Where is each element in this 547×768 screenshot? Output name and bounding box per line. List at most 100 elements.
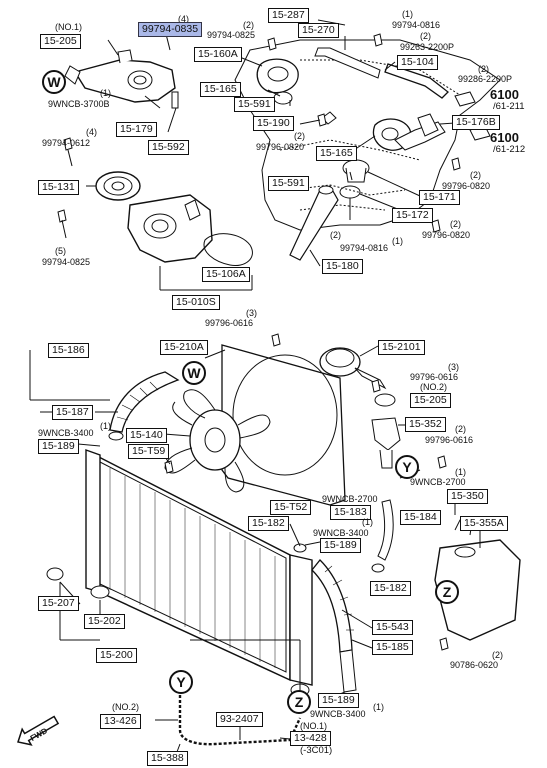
- part-15-2101[interactable]: 15-2101: [378, 340, 425, 355]
- part-15-104[interactable]: 15-104: [397, 55, 438, 70]
- callout-99794-0825-b: 99794-0825: [42, 257, 91, 267]
- circle-marker-z-tank: Z: [435, 580, 459, 604]
- circle-marker-y-bottom: Y: [169, 670, 193, 694]
- callout-99794-0612: 99794-0612: [42, 138, 91, 148]
- part-15-591-a[interactable]: 15-591: [234, 97, 275, 112]
- circle-marker-w-top: W: [42, 70, 66, 94]
- callout-99286-2200p: 99286-2200P: [458, 74, 513, 84]
- callout-99796-0616-c: 99796-0616: [425, 435, 474, 445]
- callout-qty-2-e: (2): [470, 170, 481, 180]
- callout-9wncb-3400-c: 9WNCB-3400: [310, 709, 366, 719]
- callout-qty-1-a: (1): [402, 9, 413, 19]
- callout-no1-bottom: (NO.1): [300, 721, 327, 731]
- callout-99796-0616-b: 99796-0616: [410, 372, 459, 382]
- circle-marker-w-mid: W: [182, 361, 206, 385]
- part-15-210a[interactable]: 15-210A: [160, 340, 208, 355]
- callout-9wncb-3700b: 9WNCB-3700B: [48, 99, 110, 109]
- callout-no1-top: (NO.1): [55, 22, 82, 32]
- callout-qty-2-c: (2): [478, 64, 489, 74]
- callout-qty-3-a: (3): [246, 308, 257, 318]
- callout-qty-2-h: (2): [455, 424, 466, 434]
- part-15-543[interactable]: 15-543: [372, 620, 413, 635]
- part-15-160a[interactable]: 15-160A: [194, 47, 242, 62]
- callout-9wncb-3400-a: 9WNCB-3400: [38, 428, 94, 438]
- ref-61-211: /61-211: [493, 101, 525, 112]
- callout-90786-0620: 90786-0620: [450, 660, 499, 670]
- part-15-202[interactable]: 15-202: [84, 614, 125, 629]
- ref-6100-a: 6100: [490, 87, 519, 102]
- callout-qty-4-b: (4): [86, 127, 97, 137]
- part-15-352[interactable]: 15-352: [405, 417, 446, 432]
- ref-6100-b: 6100: [490, 130, 519, 145]
- part-15-184[interactable]: 15-184: [400, 510, 441, 525]
- part-15-179[interactable]: 15-179: [116, 122, 157, 137]
- part-15-189-b[interactable]: 15-189: [320, 538, 361, 553]
- part-15-185[interactable]: 15-185: [372, 640, 413, 655]
- callout-9wncb-2700-a: 9WNCB-2700: [410, 477, 466, 487]
- part-15-287[interactable]: 15-287: [268, 8, 309, 23]
- part-15-131[interactable]: 15-131: [38, 180, 79, 195]
- part-15-165-a[interactable]: 15-165: [200, 82, 241, 97]
- part-15-207[interactable]: 15-207: [38, 596, 79, 611]
- callout-qty-2-i: (2): [492, 650, 503, 660]
- part-15-205-mid[interactable]: 15-205: [410, 393, 451, 408]
- part-15-189-a[interactable]: 15-189: [38, 439, 79, 454]
- callout-qty-2-g: (2): [330, 230, 341, 240]
- callout-99796-0616-a: 99796-0616: [205, 318, 254, 328]
- part-15-189-c[interactable]: 15-189: [318, 693, 359, 708]
- part-15-190[interactable]: 15-190: [253, 116, 294, 131]
- callout-qty-2-b: (2): [420, 31, 431, 41]
- callout-3c01: (-3C01): [300, 745, 333, 756]
- part-15-205-top[interactable]: 15-205: [40, 34, 81, 49]
- part-13-428[interactable]: 13-428: [290, 731, 331, 746]
- callout-qty-2-d: (2): [294, 131, 305, 141]
- part-15-172[interactable]: 15-172: [392, 208, 433, 223]
- part-15-010s[interactable]: 15-010S: [172, 295, 220, 310]
- circle-marker-z-bottom: Z: [287, 690, 311, 714]
- callout-no2-bottom: (NO.2): [112, 702, 139, 712]
- part-13-426[interactable]: 13-426: [100, 714, 141, 729]
- callout-qty-2-f: (2): [450, 219, 461, 229]
- part-15-140[interactable]: 15-140: [126, 428, 167, 443]
- part-15-106a[interactable]: 15-106A: [202, 267, 250, 282]
- callout-qty-1-c: (1): [392, 236, 403, 246]
- callout-99263-2200p: 99263-2200P: [400, 42, 455, 52]
- part-15-591-b[interactable]: 15-591: [268, 176, 309, 191]
- part-15-165-b[interactable]: 15-165: [316, 146, 357, 161]
- part-15-183[interactable]: 15-183: [330, 505, 371, 520]
- part-15-180[interactable]: 15-180: [322, 259, 363, 274]
- part-15-350[interactable]: 15-350: [447, 489, 488, 504]
- callout-99796-0820-c: 99796-0820: [422, 230, 471, 240]
- part-15-171[interactable]: 15-171: [419, 190, 460, 205]
- circle-marker-y-mid: Y: [395, 455, 419, 479]
- part-15-592[interactable]: 15-592: [148, 140, 189, 155]
- callout-qty-1-g: (1): [373, 702, 384, 712]
- part-99794-0835-selected[interactable]: 99794-0835: [138, 22, 203, 37]
- callout-qty-1-f: (1): [362, 517, 373, 527]
- callout-99794-0816-a: 99794-0816: [392, 20, 441, 30]
- part-15-186[interactable]: 15-186: [48, 343, 89, 358]
- part-15-388[interactable]: 15-388: [147, 751, 188, 766]
- callout-99794-0825-a: 99794-0825: [207, 30, 256, 40]
- part-15-187[interactable]: 15-187: [52, 405, 93, 420]
- part-15-182-b[interactable]: 15-182: [370, 581, 411, 596]
- part-15-355a[interactable]: 15-355A: [460, 516, 508, 531]
- callout-qty-1-d: (1): [100, 421, 111, 431]
- fwd-arrow: [17, 715, 60, 746]
- part-93-2407[interactable]: 93-2407: [216, 712, 263, 727]
- callout-9wncb-3400-b: 9WNCB-3400: [313, 528, 369, 538]
- callout-qty-3-b: (3): [448, 362, 459, 372]
- callout-9wncb-2700-b: 9WNCB-2700: [322, 494, 378, 504]
- callout-no2-mid: (NO.2): [420, 382, 447, 392]
- part-15-t52[interactable]: 15-T52: [270, 500, 312, 515]
- part-15-270[interactable]: 15-270: [298, 23, 339, 38]
- callout-qty-5: (5): [55, 246, 66, 256]
- callout-99794-0816-b: 99794-0816: [340, 243, 389, 253]
- part-15-t59[interactable]: 15-T59: [128, 444, 170, 459]
- callout-qty-1-b: (1): [100, 88, 111, 98]
- part-15-182-a[interactable]: 15-182: [248, 516, 289, 531]
- part-15-176b[interactable]: 15-176B: [452, 115, 500, 130]
- part-15-200[interactable]: 15-200: [96, 648, 137, 663]
